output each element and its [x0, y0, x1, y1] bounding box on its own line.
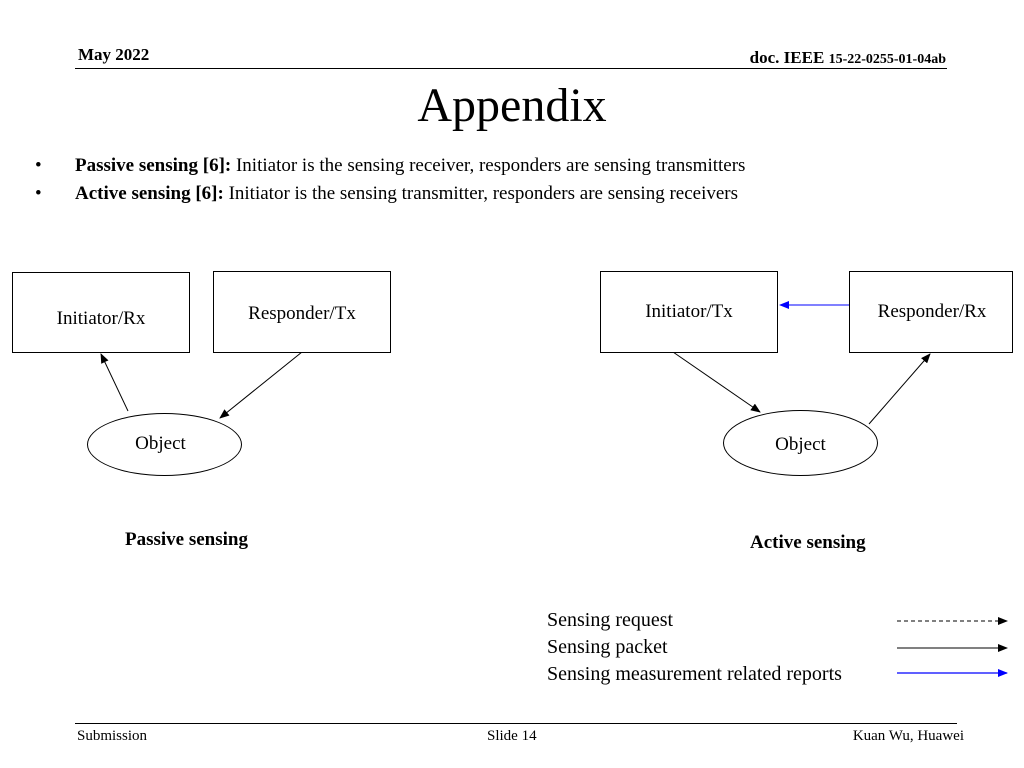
bullet-dot-icon: • — [35, 155, 42, 176]
active-arrow-object-to-responder — [868, 353, 931, 425]
header-doc-prefix: doc. IEEE — [749, 48, 825, 67]
slide-title: Appendix — [417, 79, 607, 132]
active-responder-label: Responder/Rx — [877, 301, 987, 322]
header-doc-number: 15-22-0255-01-04ab — [828, 52, 946, 67]
passive-object-label: Object — [135, 432, 186, 454]
bullet-dot-icon: • — [35, 183, 42, 204]
active-object-label: Object — [775, 434, 826, 455]
active-arrow-initiator-to-object — [672, 351, 761, 413]
bullet-active-term: Active sensing [6]: — [75, 183, 224, 204]
passive-arrow-responder-to-object — [219, 351, 303, 419]
footer-divider — [75, 723, 957, 724]
bullet-active: • Active sensing [6]: Initiator is the s… — [35, 180, 745, 208]
passive-responder-label: Responder/Tx — [248, 303, 356, 324]
bullet-passive-term: Passive sensing [6]: — [75, 155, 232, 176]
bullet-active-text: Initiator is the sensing transmitter, re… — [223, 183, 739, 204]
active-object-ellipse: Object — [723, 410, 878, 476]
legend-label-report: Sensing measurement related reports — [547, 663, 842, 685]
header-divider — [75, 68, 947, 69]
legend-label-request: Sensing request — [547, 609, 674, 631]
passive-arrow-object-to-initiator — [100, 353, 129, 412]
header-date: May 2022 — [78, 45, 150, 64]
passive-responder-box: Responder/Tx — [213, 271, 391, 353]
active-caption: Active sensing — [750, 532, 866, 553]
bullet-passive: • Passive sensing [6]: Initiator is the … — [35, 152, 745, 180]
legend-label-packet: Sensing packet — [547, 636, 668, 658]
header-doc-id: doc. IEEE 15-22-0255-01-04ab — [750, 48, 946, 68]
active-responder-box: Responder/Rx — [849, 271, 1013, 353]
passive-initiator-label: Initiator/Rx — [56, 308, 146, 329]
passive-caption: Passive sensing — [125, 529, 248, 550]
footer-author: Kuan Wu, Huawei — [852, 728, 964, 744]
active-initiator-label: Initiator/Tx — [645, 301, 733, 322]
bullet-list: • Passive sensing [6]: Initiator is the … — [35, 152, 745, 208]
footer-left: Submission — [77, 728, 148, 744]
passive-initiator-box: Initiator/Rx — [12, 272, 190, 353]
active-initiator-box: Initiator/Tx — [600, 271, 778, 353]
footer-slide-number: Slide 14 — [487, 728, 537, 744]
bullet-passive-text: Initiator is the sensing receiver, respo… — [231, 155, 746, 176]
passive-object-ellipse: Object — [87, 413, 242, 476]
